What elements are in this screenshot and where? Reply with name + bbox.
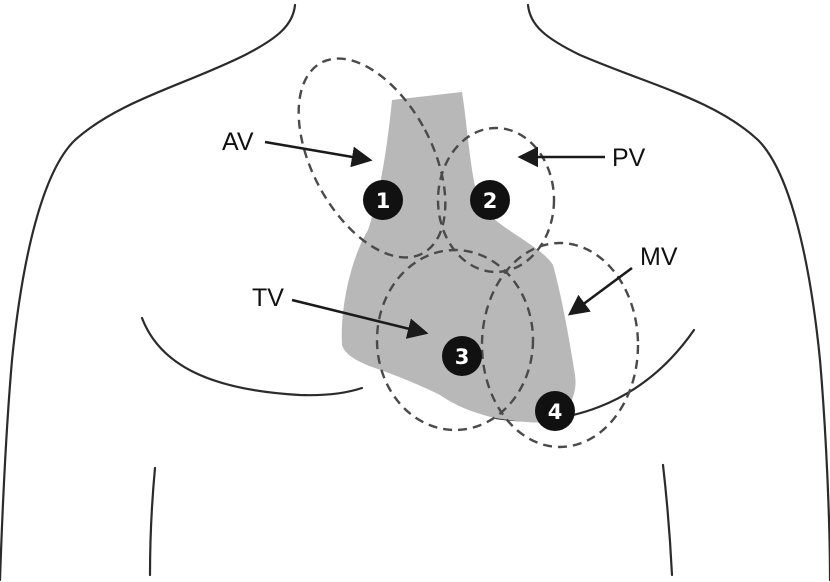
aortic-zone-outline — [297, 57, 447, 259]
marker-2: 2 — [470, 180, 510, 220]
tv-arrow — [291, 298, 429, 339]
av-arrow — [264, 140, 373, 168]
marker-2-number: 2 — [483, 189, 498, 213]
left-pectoral-line — [140, 316, 364, 397]
marker-4-number: 4 — [548, 400, 563, 424]
tricuspid-zone-outline — [375, 248, 535, 432]
mv-label: MV — [640, 243, 678, 271]
neck-left-line — [0, 3, 297, 582]
marker-1-dot — [363, 180, 403, 220]
heart-silhouette — [341, 92, 576, 423]
marker-4: 4 — [535, 391, 575, 431]
marker-1-number: 1 — [376, 189, 391, 213]
marker-3: 3 — [442, 336, 482, 376]
marker-3-number: 3 — [455, 345, 470, 369]
pv-label: PV — [612, 144, 646, 172]
marker-4-dot — [535, 391, 575, 431]
marker-3-dot — [442, 336, 482, 376]
right-side-line — [661, 463, 674, 577]
mitral-zone-outline — [480, 241, 640, 449]
pointer-arrows — [264, 140, 633, 339]
av-label: AV — [222, 128, 254, 156]
auscultation-zones — [297, 57, 640, 449]
neck-right-line — [526, 3, 830, 582]
tv-label: TV — [252, 284, 284, 312]
left-side-line — [148, 466, 157, 577]
marker-2-dot — [470, 180, 510, 220]
marker-1: 1 — [363, 180, 403, 220]
mv-arrow — [567, 266, 633, 316]
pulmonic-zone-outline — [436, 126, 556, 274]
